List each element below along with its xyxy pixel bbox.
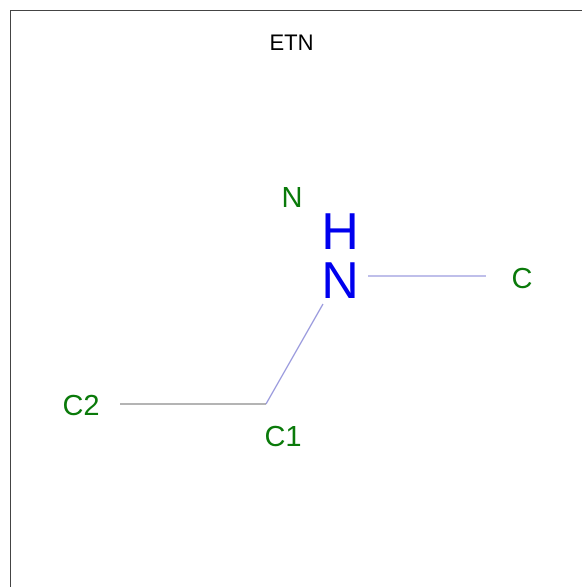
hydrogen-symbol: H [321,203,359,261]
bond-n-c1 [265,303,324,405]
nitrogen-symbol: N [321,252,359,310]
atom-label-c1: C1 [264,421,301,453]
atom-label-c: C [512,263,533,295]
viewer-frame [10,10,582,587]
atom-label-n: N [282,182,303,214]
atom-label-c2: C2 [62,390,99,422]
molecule-title: ETN [269,30,314,55]
